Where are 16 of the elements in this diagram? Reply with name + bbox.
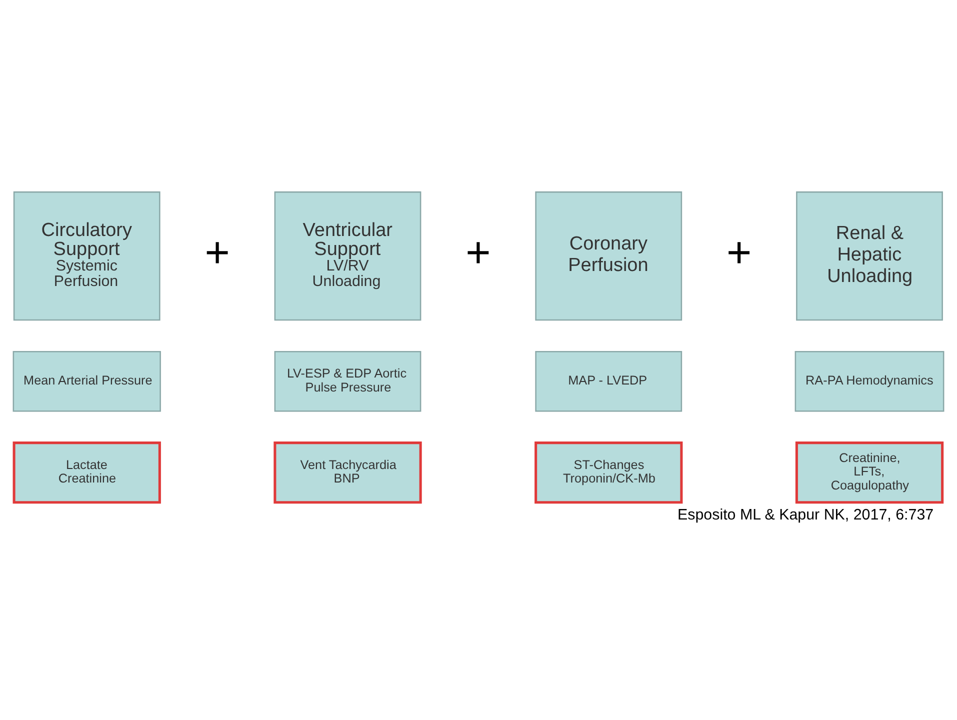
node-box: Creatinine, LFTs, Coagulopathy (795, 441, 944, 504)
node-box: Vent Tachycardia BNP (274, 441, 422, 504)
node-box: Ventricular Support LV/RV Unloading (274, 190, 422, 320)
label: + (204, 228, 230, 277)
label: + (466, 228, 491, 277)
node-box: MAP - LVEDP (535, 350, 682, 412)
caption: Esposito ML & Kapur NK, 2017, 6:737 (678, 506, 934, 524)
node-box: LV-ESP & EDP Aortic Pulse Pressure (274, 350, 422, 412)
label: + (726, 228, 752, 277)
node-box: Circulatory Support Systemic Perfusion (13, 190, 160, 320)
node-box: RA-PA Hemodynamics (794, 350, 944, 412)
node-box: ST-Changes Troponin/CK-Mb (534, 441, 683, 504)
node-box: Coronary Perfusion (535, 190, 682, 320)
node-box: Lactate Creatinine (12, 441, 161, 504)
node-box: Mean Arterial Pressure (12, 350, 161, 412)
node-box: Renal & Hepatic Unloading (796, 190, 943, 320)
